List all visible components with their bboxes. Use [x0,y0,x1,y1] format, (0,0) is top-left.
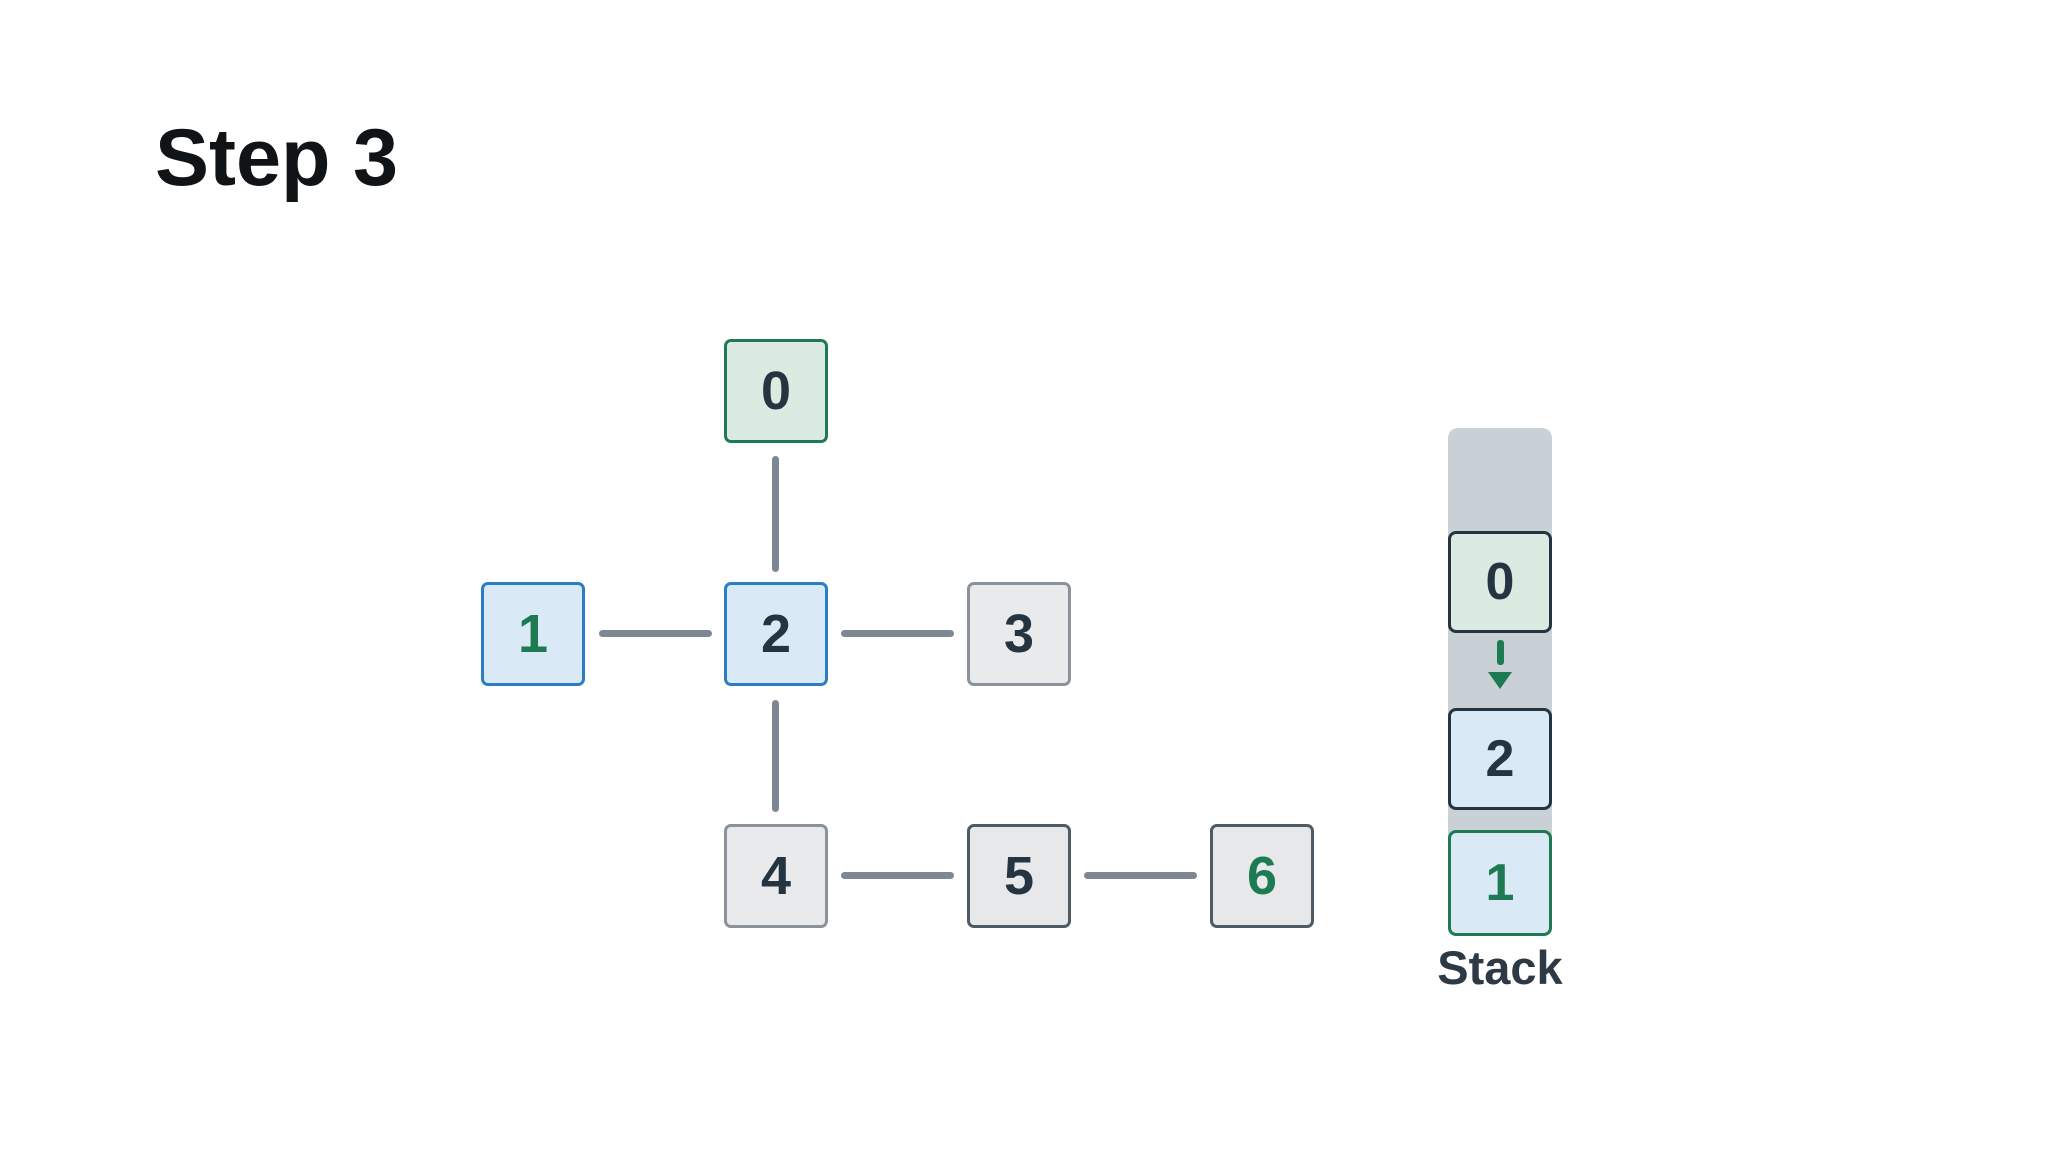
edge-2-4 [772,700,779,812]
page-title: Step 3 [155,113,399,203]
edge-0-2 [772,456,779,572]
graph-node-5: 5 [967,824,1071,928]
edge-1-2 [599,630,712,637]
stack-cell-2: 2 [1448,708,1552,810]
graph-node-1: 1 [481,582,585,686]
graph-node-4: 4 [724,824,828,928]
stack-cell-0: 0 [1448,531,1552,633]
edge-5-6 [1084,872,1197,879]
arrow-head [1488,672,1512,689]
edge-4-5 [841,872,954,879]
graph-node-6: 6 [1210,824,1314,928]
graph-node-3: 3 [967,582,1071,686]
graph-node-2: 2 [724,582,828,686]
arrow-dash [1496,640,1504,665]
graph-node-0: 0 [724,339,828,443]
arrow-down-icon [1448,636,1552,708]
stack-label: Stack [1437,941,1563,994]
edge-2-3 [841,630,954,637]
stack-empty-slot [1448,428,1552,531]
stack-column: 0 2 1 [1448,428,1552,936]
stack-cell-1: 1 [1448,830,1552,936]
